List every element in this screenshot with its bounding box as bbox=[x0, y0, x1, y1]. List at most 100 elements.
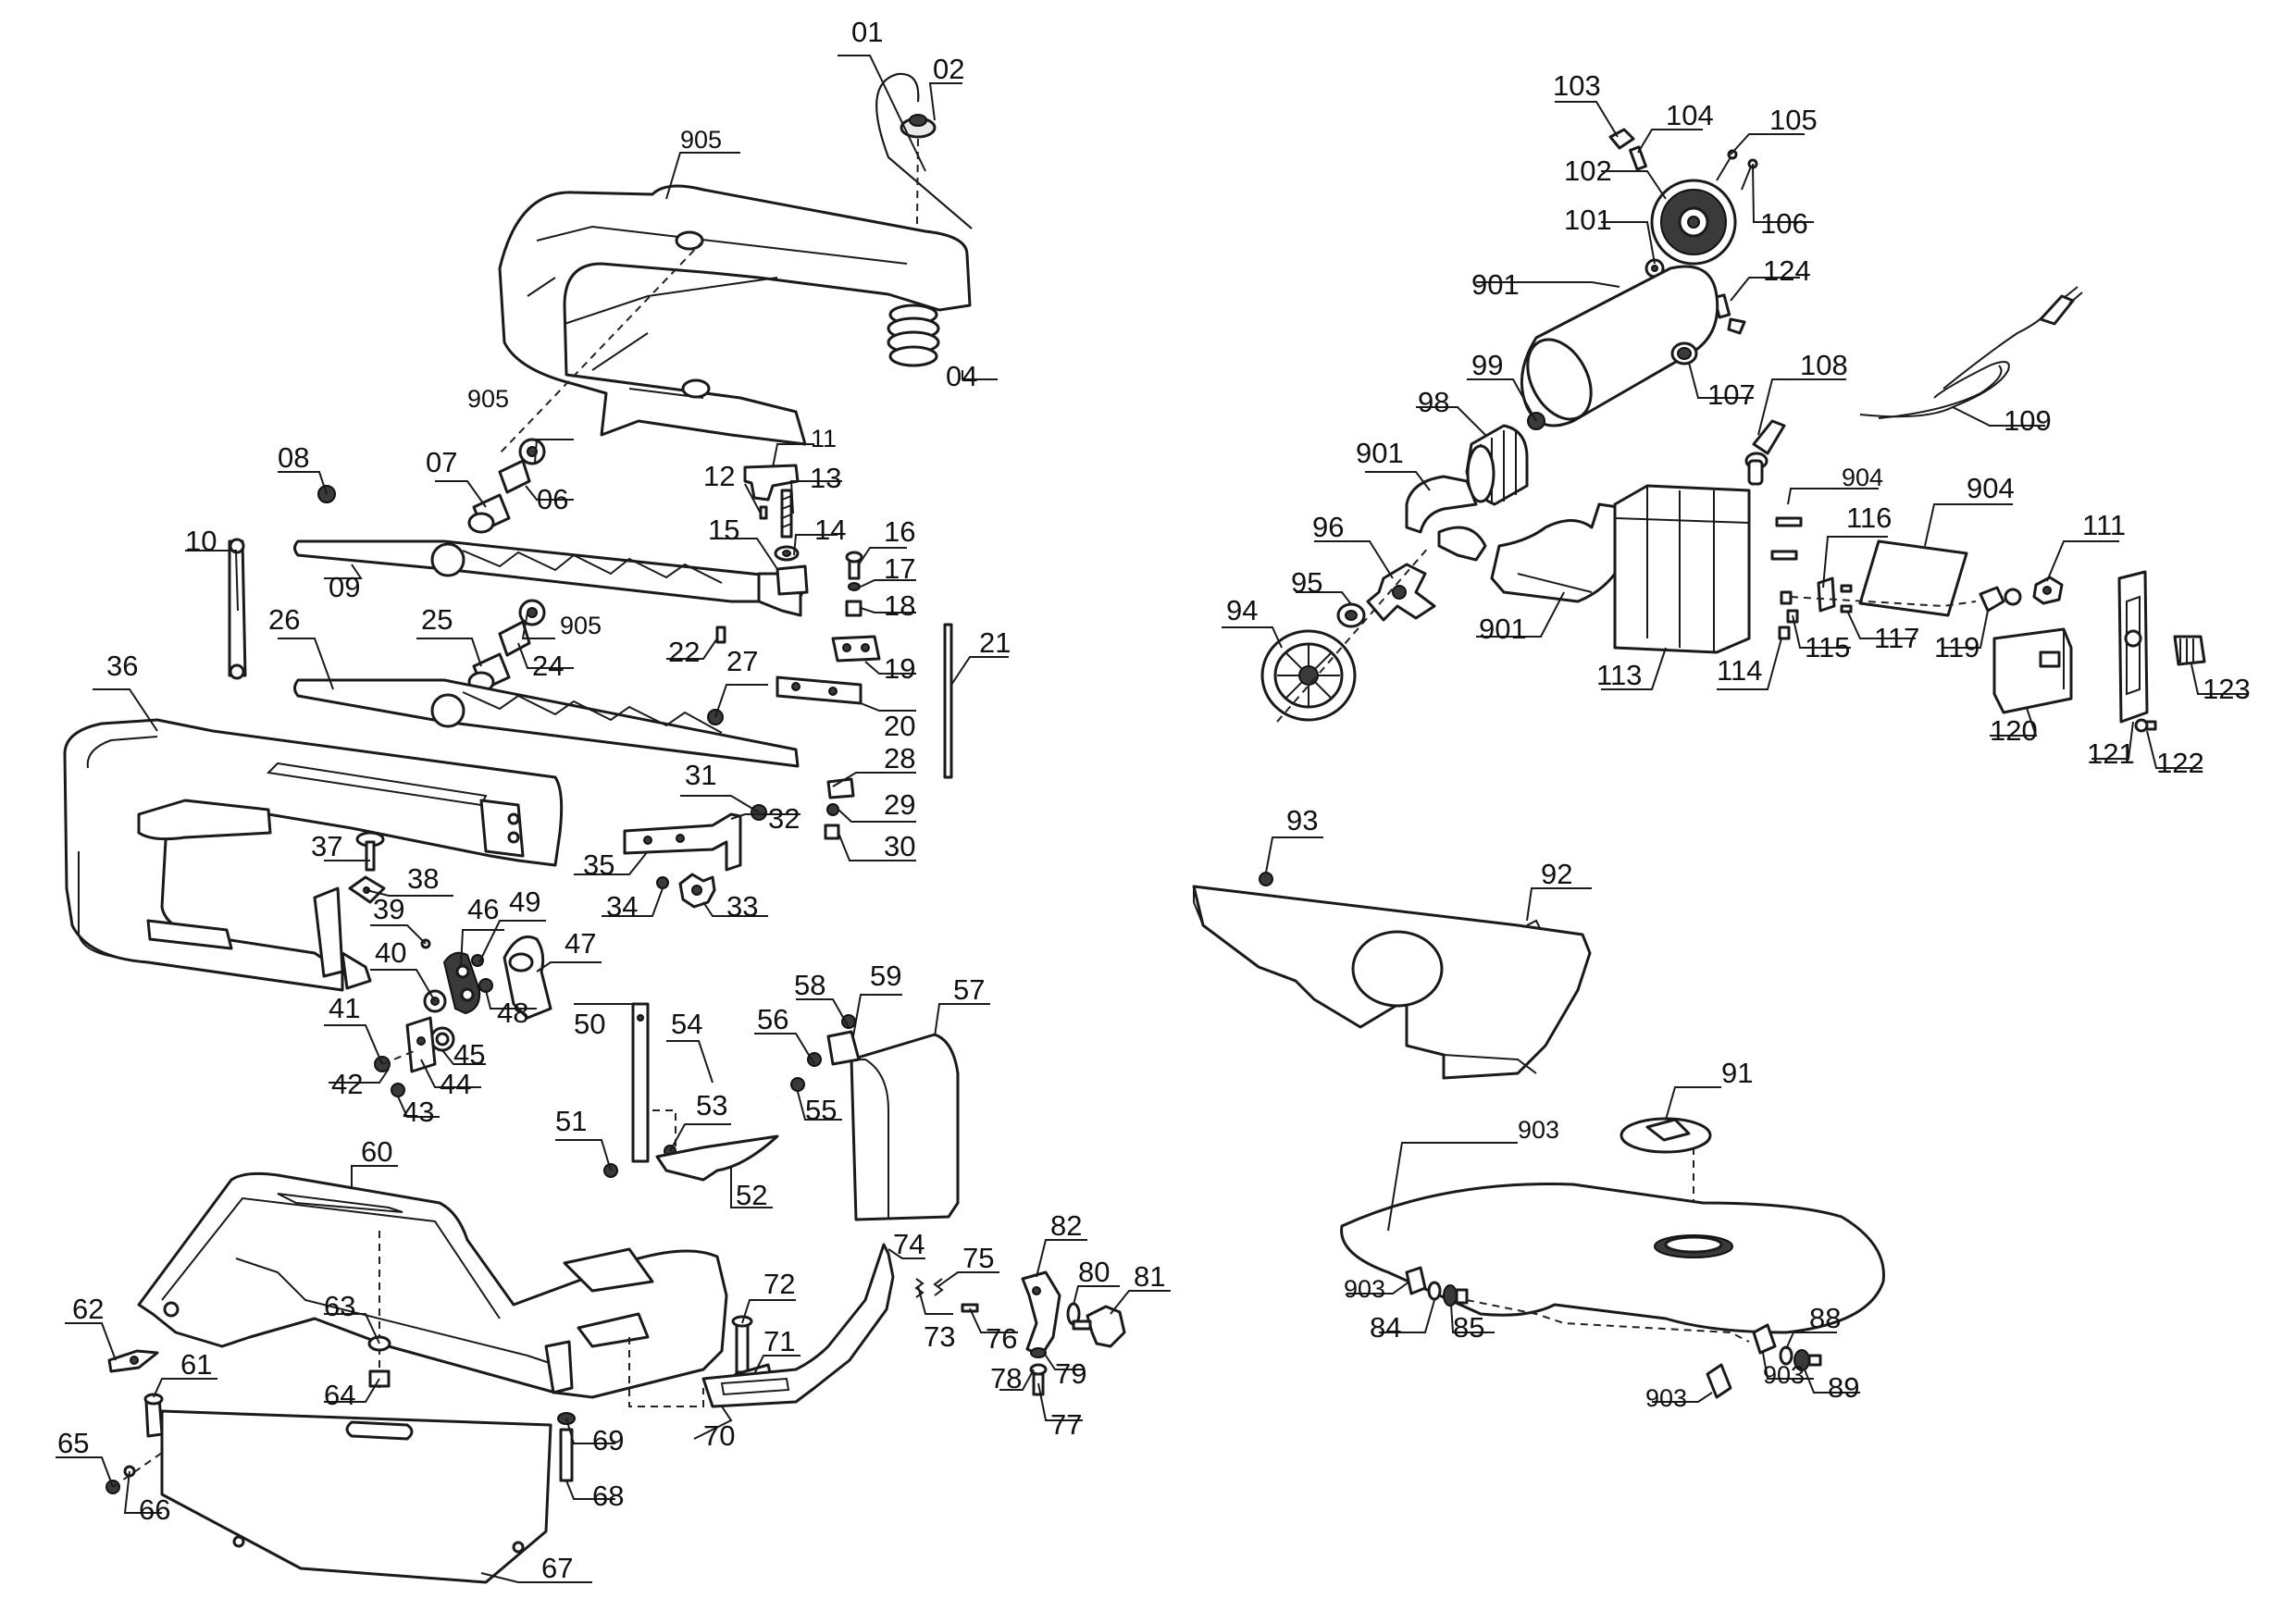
part-30-screw bbox=[824, 824, 840, 840]
axis-line bbox=[1466, 1299, 1750, 1343]
part-16-screw bbox=[845, 551, 863, 580]
label-63: 63 bbox=[324, 1290, 355, 1322]
part-95-washer bbox=[1336, 602, 1366, 628]
label-18: 18 bbox=[884, 589, 915, 622]
part-02-nozzle bbox=[900, 114, 937, 139]
label-02: 02 bbox=[933, 53, 964, 85]
label-10: 10 bbox=[185, 525, 217, 557]
part-50-post bbox=[631, 1002, 650, 1163]
part-06-bushing bbox=[498, 459, 531, 494]
part-44-bracket bbox=[405, 1016, 437, 1073]
axis-line bbox=[652, 1109, 676, 1147]
label-08: 08 bbox=[278, 441, 309, 474]
part-70-bevel-bracket bbox=[701, 1243, 895, 1408]
label-58: 58 bbox=[794, 969, 825, 1001]
label-45: 45 bbox=[453, 1038, 485, 1071]
part-46-guide-plate bbox=[442, 951, 481, 1015]
label-103: 103 bbox=[1553, 69, 1601, 102]
label-44: 44 bbox=[440, 1068, 471, 1100]
label-91: 91 bbox=[1721, 1057, 1753, 1089]
part-54-hose bbox=[675, 1072, 778, 1098]
part-98-armature bbox=[1465, 424, 1529, 506]
label-11: 11 bbox=[811, 425, 837, 452]
label-41: 41 bbox=[329, 992, 360, 1024]
label-104: 104 bbox=[1666, 99, 1714, 131]
label-48: 48 bbox=[497, 997, 528, 1029]
label-903-b: 903 bbox=[1344, 1275, 1385, 1303]
label-53: 53 bbox=[696, 1089, 727, 1121]
label-56: 56 bbox=[757, 1003, 788, 1035]
label-33: 33 bbox=[726, 890, 758, 923]
label-20: 20 bbox=[884, 710, 915, 742]
label-68: 68 bbox=[592, 1480, 624, 1512]
part-905-washer bbox=[518, 438, 546, 465]
part-105-screw bbox=[1716, 149, 1738, 181]
label-37: 37 bbox=[311, 830, 342, 862]
label-15: 15 bbox=[708, 514, 739, 546]
label-122: 122 bbox=[2156, 747, 2204, 779]
part-55-screw bbox=[790, 1077, 805, 1092]
part-79-washer bbox=[1030, 1347, 1047, 1358]
label-06: 06 bbox=[537, 483, 568, 515]
part-15-clamp-block bbox=[776, 564, 809, 596]
label-107: 107 bbox=[1707, 378, 1756, 411]
label-901-c: 901 bbox=[1479, 613, 1527, 645]
part-104-brush bbox=[1629, 145, 1647, 171]
label-42: 42 bbox=[331, 1068, 363, 1100]
part-903-table bbox=[1340, 1183, 1885, 1334]
part-81-knob bbox=[1072, 1305, 1126, 1348]
label-115: 115 bbox=[1805, 631, 1850, 663]
part-60-base bbox=[137, 1171, 728, 1399]
part-93-screw bbox=[1259, 872, 1273, 886]
label-901-a: 901 bbox=[1471, 268, 1520, 301]
label-74: 74 bbox=[893, 1228, 925, 1260]
part-92-blade-guard bbox=[1192, 885, 1592, 1080]
label-116: 116 bbox=[1846, 502, 1892, 534]
part-903-clamp bbox=[1706, 1363, 1732, 1399]
part-61-rubber-foot bbox=[143, 1393, 164, 1438]
part-18-nut bbox=[845, 600, 863, 617]
label-14: 14 bbox=[814, 514, 846, 546]
label-52: 52 bbox=[736, 1179, 767, 1211]
axis-line bbox=[1790, 596, 1977, 608]
part-47-blade-guard bbox=[503, 935, 552, 1020]
part-115-pins bbox=[1778, 590, 1799, 640]
part-43-screw bbox=[391, 1083, 405, 1097]
label-28: 28 bbox=[884, 742, 915, 774]
axis-line bbox=[381, 1049, 417, 1065]
part-122-screw bbox=[2134, 718, 2157, 733]
label-22: 22 bbox=[668, 636, 700, 668]
part-91-table-insert bbox=[1620, 1117, 1712, 1154]
label-51: 51 bbox=[555, 1105, 587, 1137]
label-903-d: 903 bbox=[1645, 1384, 1687, 1412]
part-117-screw bbox=[1840, 584, 1853, 613]
part-103-clip bbox=[1608, 128, 1635, 150]
part-40-roller bbox=[423, 989, 447, 1013]
part-04-bellows bbox=[887, 304, 940, 367]
label-98: 98 bbox=[1418, 386, 1449, 418]
label-76: 76 bbox=[986, 1322, 1017, 1355]
part-109-power-cord bbox=[1859, 286, 2083, 419]
label-55: 55 bbox=[805, 1094, 837, 1126]
part-903-left-bracket bbox=[1405, 1266, 1427, 1295]
label-106: 106 bbox=[1760, 207, 1808, 240]
part-17-washer bbox=[848, 582, 861, 591]
label-69: 69 bbox=[592, 1424, 624, 1456]
part-07-bushing bbox=[467, 493, 511, 534]
part-901-gear-housing bbox=[1490, 502, 1620, 603]
part-82-bevel-bracket bbox=[1021, 1270, 1061, 1357]
label-66: 66 bbox=[139, 1493, 170, 1526]
part-59-bracket bbox=[826, 1030, 861, 1066]
part-12-clamp-lever bbox=[743, 464, 800, 502]
label-82: 82 bbox=[1050, 1209, 1082, 1242]
label-119: 119 bbox=[1934, 631, 1980, 663]
label-903-c: 903 bbox=[1763, 1361, 1805, 1389]
label-29: 29 bbox=[884, 788, 915, 821]
label-84: 84 bbox=[1370, 1311, 1401, 1344]
part-89-screw bbox=[1793, 1349, 1822, 1371]
label-101: 101 bbox=[1564, 204, 1612, 236]
label-95: 95 bbox=[1291, 566, 1322, 599]
part-72-bolt bbox=[731, 1315, 753, 1374]
part-52-foot bbox=[655, 1134, 779, 1182]
label-72: 72 bbox=[763, 1268, 795, 1300]
